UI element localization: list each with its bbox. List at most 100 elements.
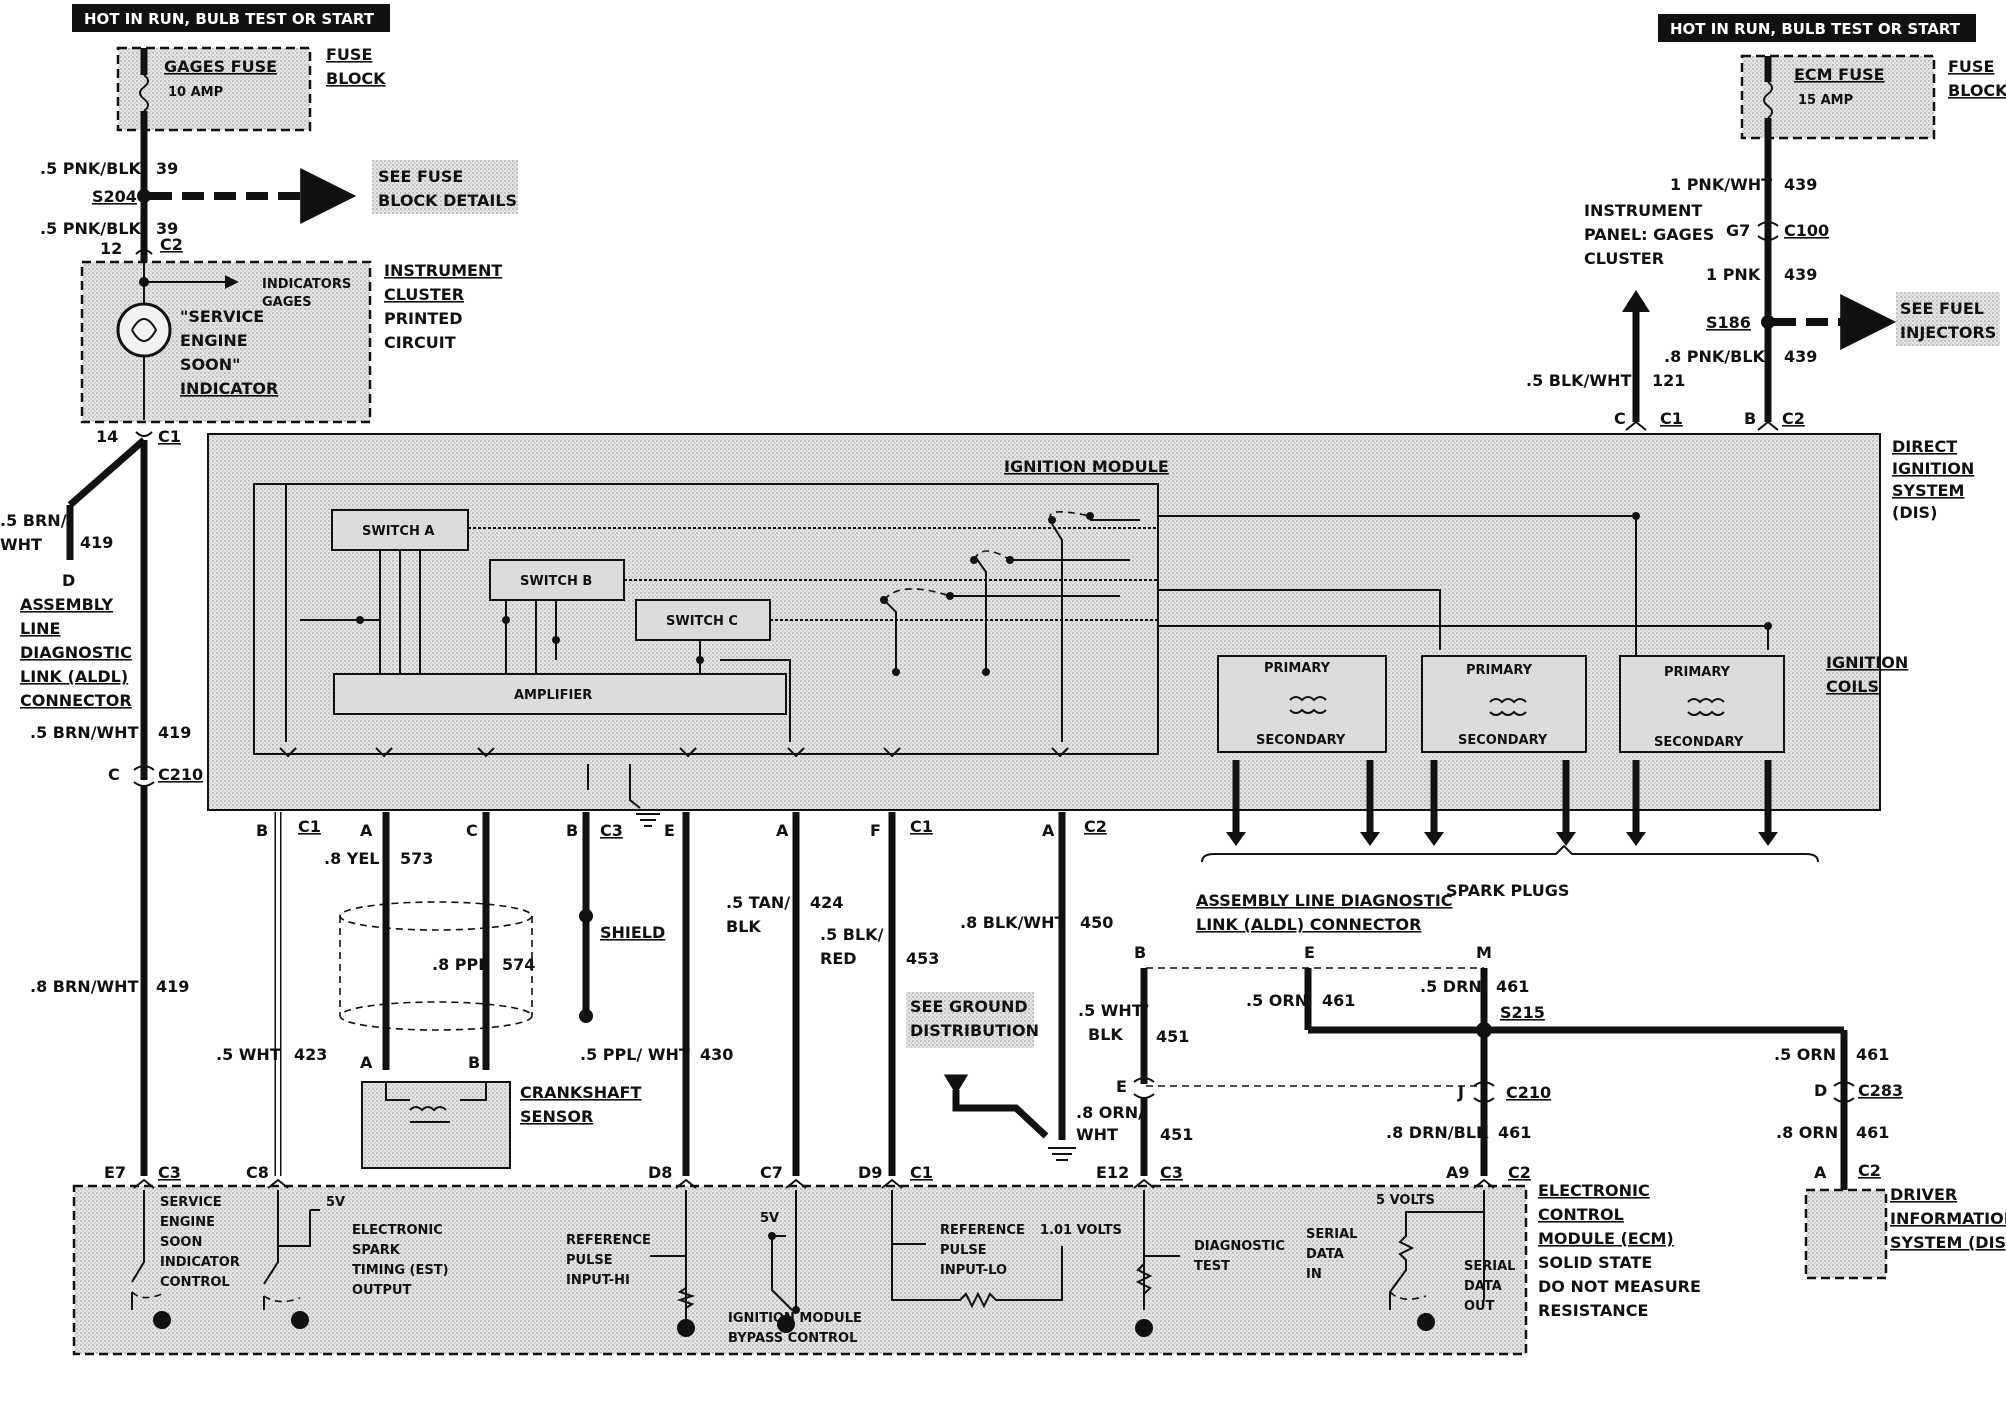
label-middle-b-c1: B bbox=[256, 821, 268, 840]
label-ecm-c1: C1 bbox=[910, 1163, 933, 1182]
right-hot-banner: HOT IN RUN, BULB TEST OR START bbox=[1658, 14, 1976, 42]
label-right-column-b-letter: B bbox=[1744, 409, 1756, 428]
label-aldl-e2: E bbox=[1116, 1077, 1127, 1096]
label-ecm-e7: E7 bbox=[104, 1163, 126, 1182]
label-left-column-w-brnwht2: .5 BRN/WHT bbox=[30, 723, 139, 742]
label-ecm-d8: D8 bbox=[648, 1163, 672, 1182]
label-dis-module: IGNITION MODULE bbox=[1004, 457, 1169, 476]
label-left-column-w-wht: WHT bbox=[0, 535, 42, 554]
label-aldl-e: E bbox=[1304, 943, 1315, 962]
label-aldl-a: A bbox=[1814, 1163, 1827, 1182]
label-ecm-ref-hi-2: PULSE bbox=[566, 1253, 613, 1268]
label-middle-w-blkred: .5 BLK/ bbox=[820, 925, 884, 944]
label-middle-see-ground-2: DISTRIBUTION bbox=[910, 1021, 1039, 1040]
label-aldl-title-1: ASSEMBLY LINE DIAGNOSTIC bbox=[1196, 891, 1453, 910]
label-right-column-c2: C2 bbox=[1782, 409, 1805, 428]
label-left-column-n14: 14 bbox=[96, 427, 118, 446]
label-ecm-ref-hi-1: REFERENCE bbox=[566, 1233, 651, 1248]
ignition-module: IGNITION MODULE SWITCH A SWITCH B SWITCH… bbox=[253, 457, 1772, 758]
label-middle-c424: 424 bbox=[810, 893, 843, 912]
label-ecm-v5a: 5V bbox=[326, 1195, 345, 1210]
label-left-column-w-pnkblk-2: .5 PNK/BLK bbox=[40, 219, 142, 238]
label-ecm-sd-in-1: SERIAL bbox=[1306, 1227, 1357, 1242]
label-middle-c450: 450 bbox=[1080, 913, 1113, 932]
gages-fuse-block: GAGES FUSE 10 AMP FUSE BLOCK bbox=[116, 45, 386, 132]
see-fuse-block-label: SEE FUSE bbox=[378, 167, 463, 186]
label-left-column-aldl-3: DIAGNOSTIC bbox=[20, 643, 132, 662]
label-ecm-c8: C8 bbox=[246, 1163, 269, 1182]
label-dis-coils-1: IGNITION bbox=[1826, 653, 1908, 672]
label-right-column-w-pnk: 1 PNK bbox=[1706, 265, 1761, 284]
label-ecm-ref-lo-3: INPUT-LO bbox=[940, 1263, 1007, 1278]
label-dis-title-4: (DIS) bbox=[1892, 503, 1937, 522]
label-aldl-c461a: 461 bbox=[1322, 991, 1355, 1010]
label-aldl-b: B bbox=[1134, 943, 1146, 962]
gages-fuse-label: GAGES FUSE bbox=[164, 57, 277, 76]
label-ecm-est-2: SPARK bbox=[352, 1243, 401, 1258]
label-ecm-volts101: 1.01 VOLTS bbox=[1040, 1223, 1122, 1238]
label-ecm-ses-5: CONTROL bbox=[160, 1275, 230, 1290]
label-middle-e: E bbox=[664, 821, 675, 840]
label-middle-c1-letter: C bbox=[466, 821, 478, 840]
label-middle-w-wht: .5 WHT bbox=[216, 1045, 281, 1064]
label-aldl-c2: C2 bbox=[1858, 1161, 1881, 1180]
label-aldl-w-drnblk: .8 DRN/BLK bbox=[1386, 1123, 1489, 1142]
label-ecm-ref-lo-2: PULSE bbox=[940, 1243, 987, 1258]
label-middle-w-blkwht: .8 BLK/WHT bbox=[960, 913, 1065, 932]
label-left-column-c210: C210 bbox=[158, 765, 203, 784]
switch-b-label: SWITCH B bbox=[520, 574, 592, 589]
label-aldl-w-whtblk2: BLK bbox=[1088, 1025, 1123, 1044]
label-right-column-c439c: 439 bbox=[1784, 347, 1817, 366]
label-ecm-sd-in-2: DATA bbox=[1306, 1247, 1344, 1262]
label-ecm-ses-2: ENGINE bbox=[160, 1215, 215, 1230]
label-right-column-c-letter: C bbox=[1614, 409, 1626, 428]
label-aldl-c451b: 451 bbox=[1160, 1125, 1193, 1144]
label-right-column-s186: S186 bbox=[1706, 313, 1751, 332]
label-aldl-c461c: 461 bbox=[1498, 1123, 1531, 1142]
label-middle-crank-a: A bbox=[360, 1053, 373, 1072]
label-dis-primary: PRIMARY bbox=[1664, 665, 1731, 680]
label-left-column-ic-1: INSTRUMENT bbox=[384, 261, 502, 280]
label-middle-a3: A bbox=[1042, 821, 1055, 840]
label-dis-title-1: DIRECT bbox=[1892, 437, 1957, 456]
label-middle-w-yel: .8 YEL bbox=[324, 849, 380, 868]
label-ecm-sd-in-3: IN bbox=[1306, 1267, 1322, 1282]
ecm-fuse-block: ECM FUSE 15 AMP FUSE BLOCK bbox=[1740, 54, 2006, 140]
middle-wires: B C1 .5 WHT 423 A .8 YEL 573 C .8 PPL 57… bbox=[216, 764, 1113, 1176]
label-left-column-c39a: 39 bbox=[156, 159, 178, 178]
label-dis-title-2: IGNITION bbox=[1892, 459, 1974, 478]
label-fuses-fuse-block-2: BLOCK bbox=[1948, 81, 2006, 100]
label-left-column-ic-2: CLUSTER bbox=[384, 285, 464, 304]
label-left-column-d: D bbox=[62, 571, 75, 590]
left-419-circuit: 14 C1 .5 BRN/ WHT 419 D ASSEMBLY LINE DI… bbox=[0, 427, 203, 1176]
label-ecm-title-5: DO NOT MEASURE bbox=[1538, 1277, 1701, 1296]
label-dis-title-3: SYSTEM bbox=[1892, 481, 1964, 500]
label-ecm-e12: E12 bbox=[1096, 1163, 1129, 1182]
label-dis-primary: PRIMARY bbox=[1466, 663, 1533, 678]
label-fuses-fuse-block-1: FUSE bbox=[1948, 57, 1994, 76]
label-left-column-c419c: 419 bbox=[156, 977, 189, 996]
label-aldl-dis-1: DRIVER bbox=[1890, 1185, 1957, 1204]
label-left-column-w-brnwht: .5 BRN/ bbox=[0, 511, 67, 530]
label-left-column-gages: GAGES bbox=[262, 295, 312, 310]
label-right-column-c439a: 439 bbox=[1784, 175, 1817, 194]
label-left-column-aldl-4: LINK (ALDL) bbox=[20, 667, 128, 686]
label-aldl-j: J bbox=[1457, 1083, 1464, 1102]
label-ecm-c3: C3 bbox=[158, 1163, 181, 1182]
label-aldl-w-orn2: .5 ORN bbox=[1774, 1045, 1836, 1064]
label-dis-secondary: SECONDARY bbox=[1458, 733, 1548, 748]
label-left-column-aldl-1: ASSEMBLY bbox=[20, 595, 113, 614]
label-ecm-ref-hi-3: INPUT-HI bbox=[566, 1273, 630, 1288]
label-aldl-w-orn: .5 ORN bbox=[1246, 991, 1308, 1010]
label-middle-c430: 430 bbox=[700, 1045, 733, 1064]
label-left-column-ic-3: PRINTED bbox=[384, 309, 463, 328]
label-left-column-w-pnkblk-1: .5 PNK/BLK bbox=[40, 159, 142, 178]
label-left-column-aldl-5: CONNECTOR bbox=[20, 691, 132, 710]
label-aldl-m: M bbox=[1476, 943, 1492, 962]
label-aldl-c451: 451 bbox=[1156, 1027, 1189, 1046]
right-feed-wires: 1 PNK/WHT 439 G7 C100 1 PNK 439 S186 .8 … bbox=[1526, 138, 2000, 431]
label-dis-secondary: SECONDARY bbox=[1256, 733, 1346, 748]
label-right-column-c439b: 439 bbox=[1784, 265, 1817, 284]
label-middle-c3: C3 bbox=[600, 821, 623, 840]
